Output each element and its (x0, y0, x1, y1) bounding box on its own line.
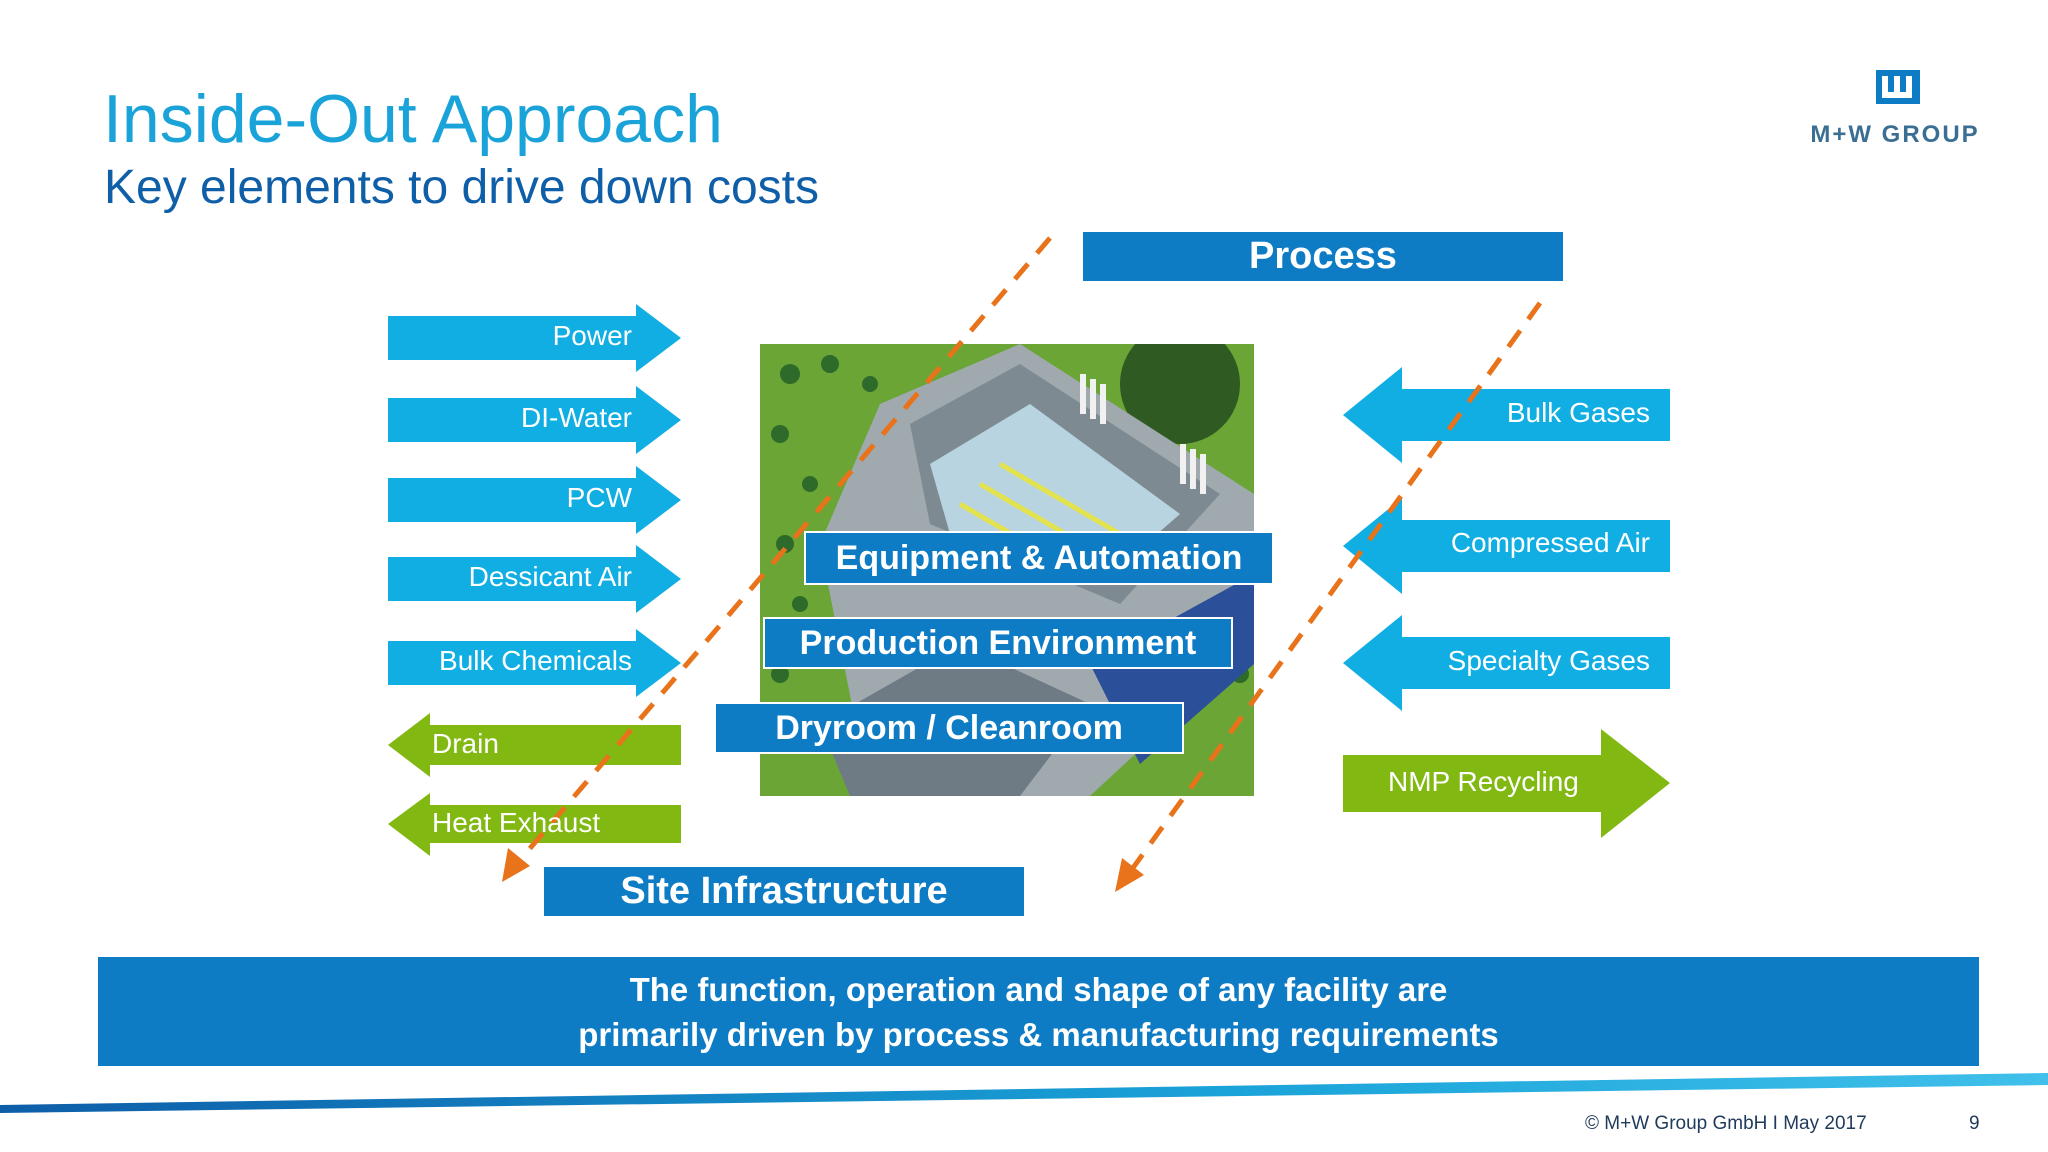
input-dessicant-air-label: Dessicant Air (468, 561, 632, 592)
input-compressed-air-label: Compressed Air (1450, 527, 1650, 558)
left-dashed-arrowhead (502, 848, 530, 882)
di-water-arrow (388, 386, 681, 454)
right-dashed-line (1127, 301, 1543, 874)
pcw-arrow (388, 466, 681, 534)
output-heat-exhaust-label: Heat Exhaust (432, 807, 601, 838)
output-drain-label: Drain (432, 728, 499, 759)
drain-arrow (388, 713, 681, 777)
page-subtitle: Key elements to drive down costs (104, 161, 820, 214)
footer-page-number: 9 (1969, 1113, 1980, 1134)
layer-equipment-automation: Equipment & Automation (804, 531, 1274, 585)
bulk-chemicals-arrow (388, 629, 681, 697)
input-pcw-label: PCW (566, 482, 632, 513)
process-label: Process (1083, 232, 1563, 281)
input-power-label: Power (552, 320, 632, 351)
site-infrastructure-label: Site Infrastructure (544, 867, 1024, 916)
input-bulk-chemicals-label: Bulk Chemicals (439, 645, 632, 676)
layer-dryroom-cleanroom: Dryroom / Cleanroom (714, 702, 1184, 754)
footer-swoosh (0, 1073, 2048, 1113)
dessicant-air-arrow (388, 545, 681, 613)
output-nmp-recycling-label: NMP Recycling (1388, 766, 1579, 797)
input-specialty-gases-label: Specialty Gases (1447, 645, 1650, 676)
footer-copyright: © M+W Group GmbH I May 2017 (1585, 1113, 1867, 1134)
power-arrow (388, 304, 681, 372)
input-di-water-label: DI-Water (521, 402, 632, 433)
layer-production-environment: Production Environment (763, 617, 1233, 669)
company-logo: M+W GROUP (1800, 66, 1990, 156)
logo-icon (1876, 70, 1920, 104)
nmp-recycling-arrow (1343, 729, 1670, 838)
input-bulk-gases-label: Bulk Gases (1506, 397, 1650, 428)
right-dashed-arrowhead (1115, 858, 1144, 892)
left-dashed-line (518, 236, 1052, 862)
page-title: Inside-Out Approach (103, 81, 723, 157)
specialty-gases-arrow (1343, 615, 1670, 711)
compressed-air-arrow (1343, 498, 1670, 594)
banner-line-2: primarily driven by process & manufactur… (578, 1016, 1499, 1053)
heat-exhaust-arrow (388, 793, 681, 856)
banner-line-1: The function, operation and shape of any… (629, 971, 1448, 1008)
bulk-gases-arrow (1343, 367, 1670, 463)
summary-banner: The function, operation and shape of any… (98, 957, 1979, 1066)
logo-text: M+W GROUP (1810, 121, 1980, 148)
